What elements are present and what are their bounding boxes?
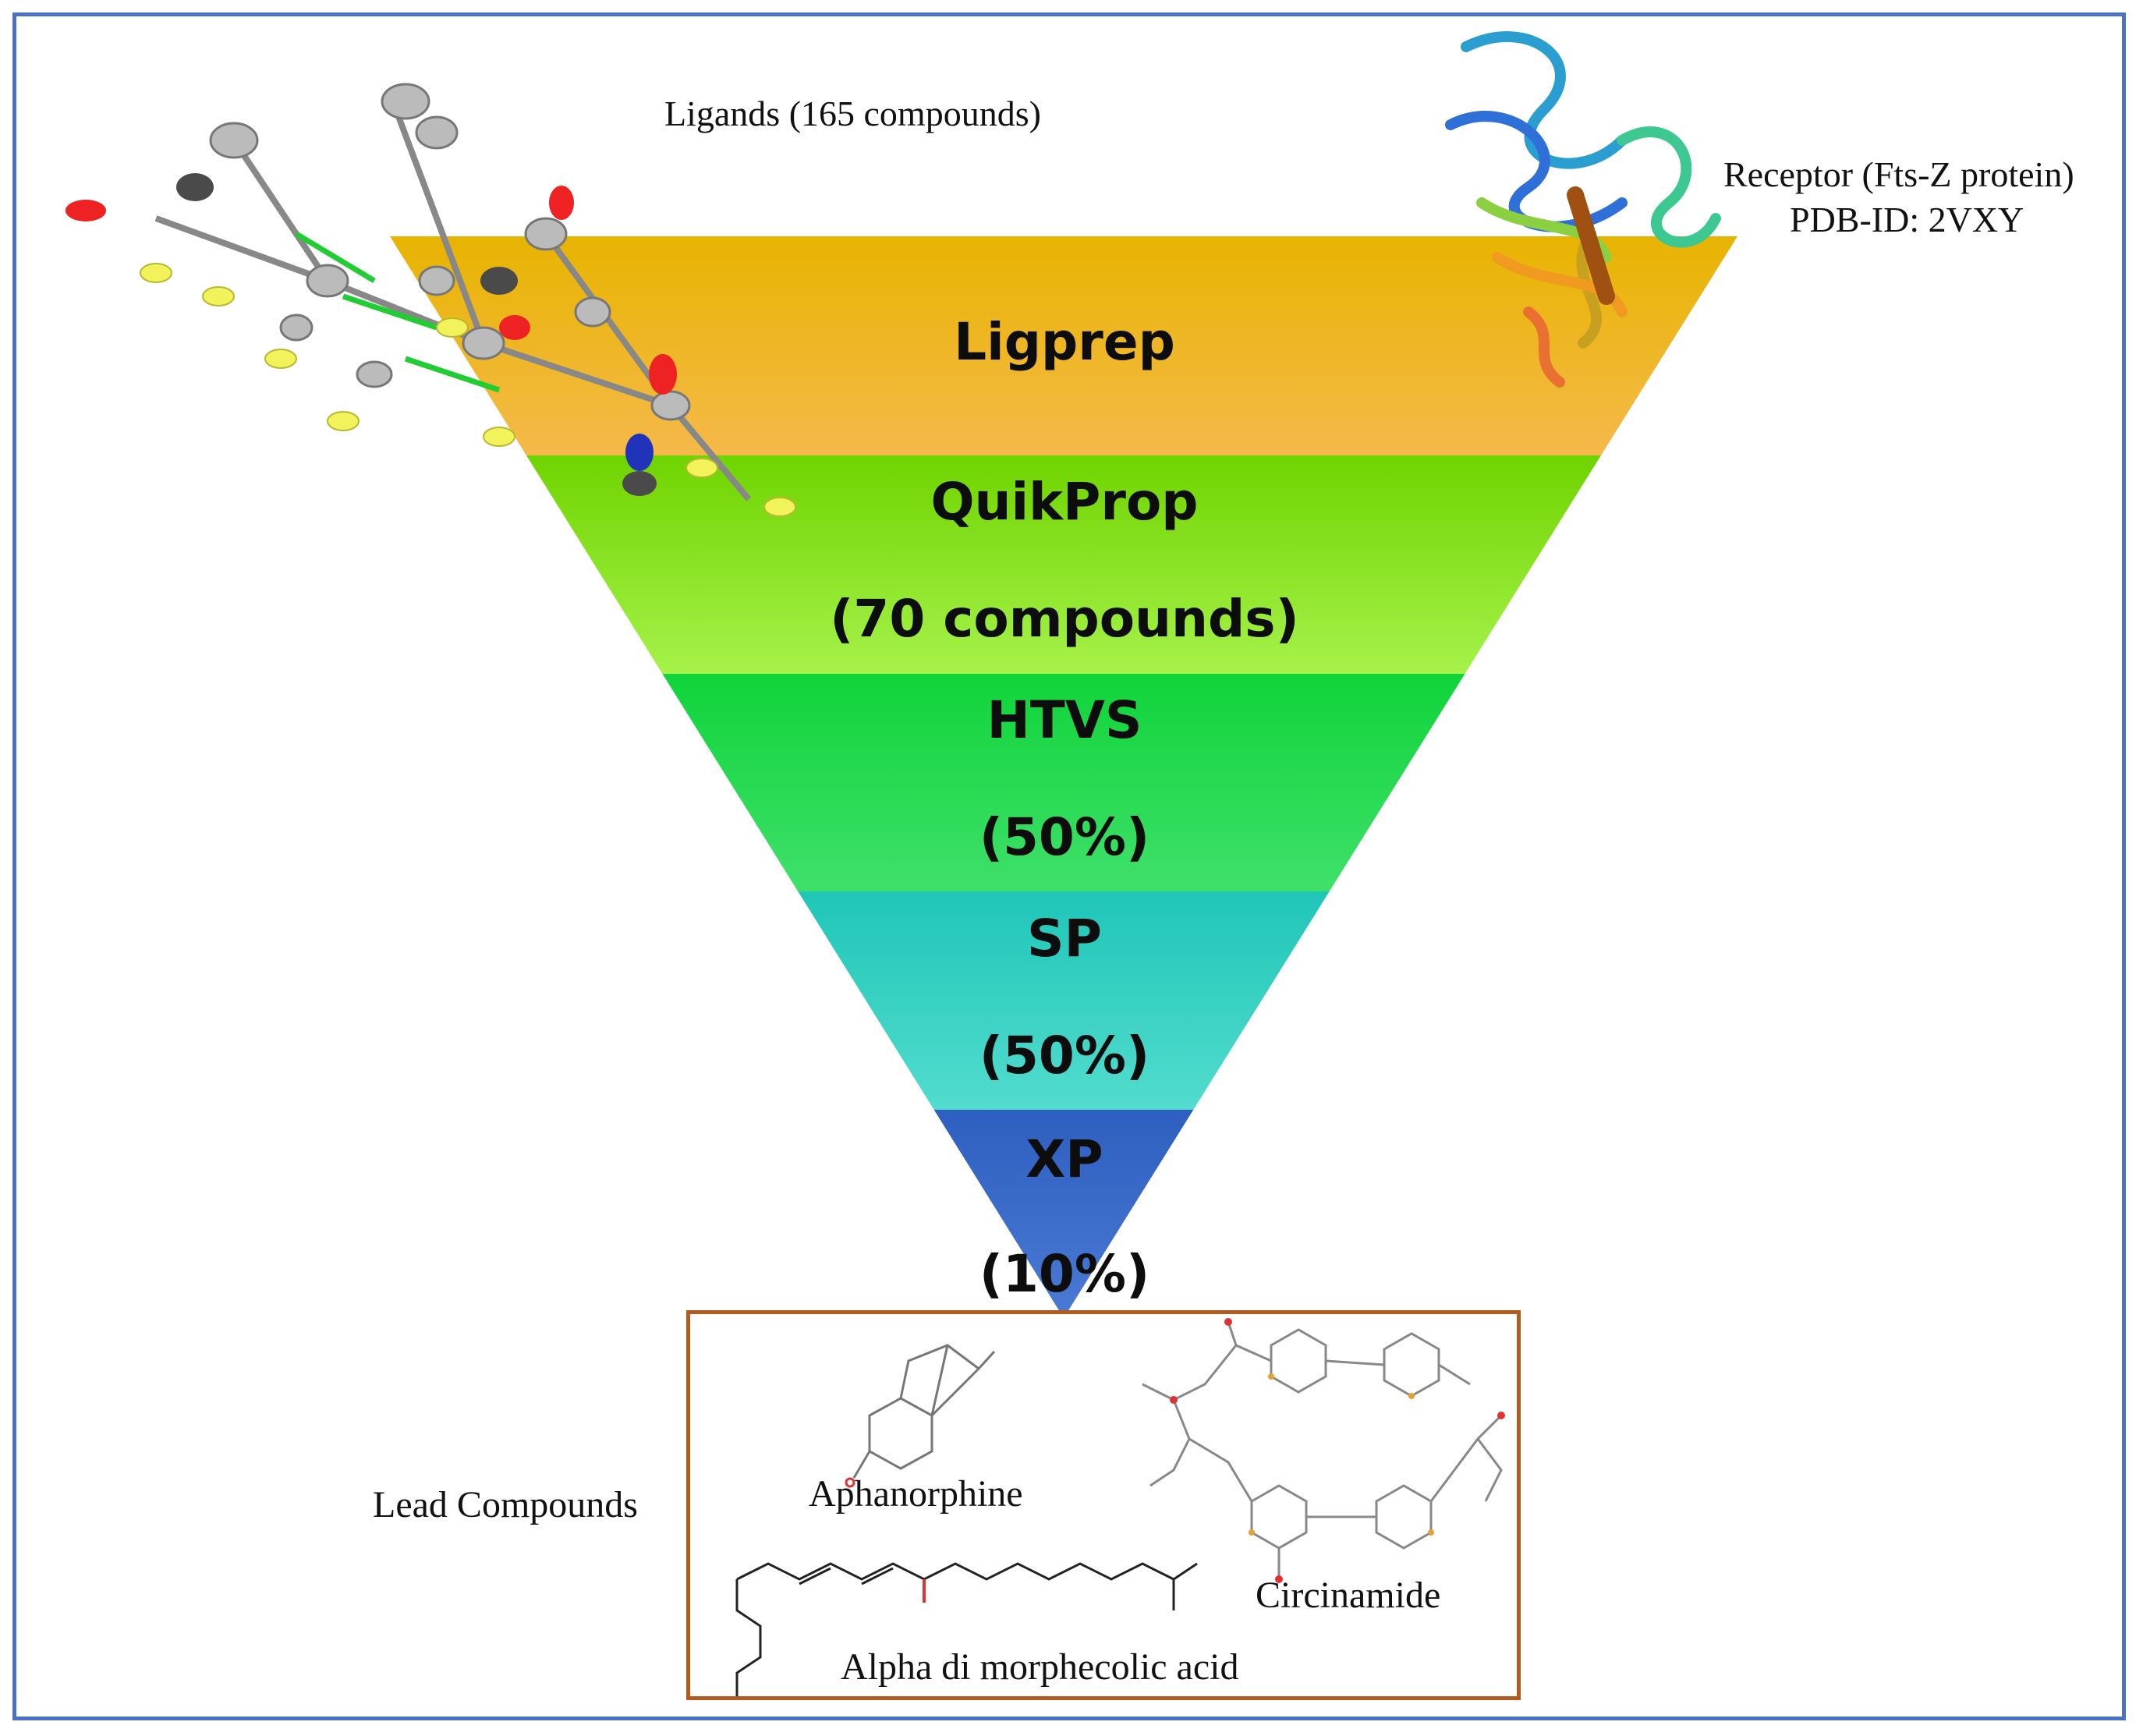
lead-structures-drawing (735, 1318, 1505, 1696)
stage-quikprop-title: QuikProp (930, 472, 1199, 532)
funnel-band-xp (933, 1110, 1194, 1318)
compound-circinamide-name: Circinamide (1256, 1575, 1441, 1616)
stage-xp-title: XP (1025, 1129, 1103, 1189)
circinamide-structure (1142, 1321, 1503, 1579)
ligands-label: Ligands (165 compounds) (664, 94, 1041, 133)
funnel-band-ligprep (390, 236, 1737, 455)
stage-xp-detail: (10%) (979, 1244, 1150, 1304)
receptor-protein-illustration (1445, 31, 1721, 388)
compound-alpha-di-morphecolic-acid-name: Alpha di morphecolic acid (841, 1646, 1239, 1688)
lead-compounds-box (686, 1310, 1521, 1700)
funnel-band-htvs (662, 674, 1465, 891)
stage-htvs-title: HTVS (986, 690, 1142, 750)
ligand-molecules-illustration (66, 83, 796, 517)
alpha-di-morphecolic-acid-structure (735, 1562, 1198, 1696)
compound-aphanorphine-name: Aphanorphine (809, 1473, 1023, 1515)
stage-sp-title: SP (1027, 909, 1102, 969)
stage-quikprop-detail: (70 compounds) (830, 589, 1299, 649)
aphanorphine-structure (845, 1344, 996, 1488)
stage-htvs-detail: (50%) (979, 807, 1150, 867)
stage-sp-detail: (50%) (979, 1026, 1150, 1086)
receptor-label: Receptor (Fts-Z protein) (1723, 154, 2074, 194)
lead-compounds-label: Lead Compounds (373, 1484, 638, 1525)
funnel-band-sp (798, 891, 1330, 1110)
stage-ligprep-title: Ligprep (954, 312, 1175, 372)
receptor-pdb-id: PDB-ID: 2VXY (1790, 200, 2024, 239)
